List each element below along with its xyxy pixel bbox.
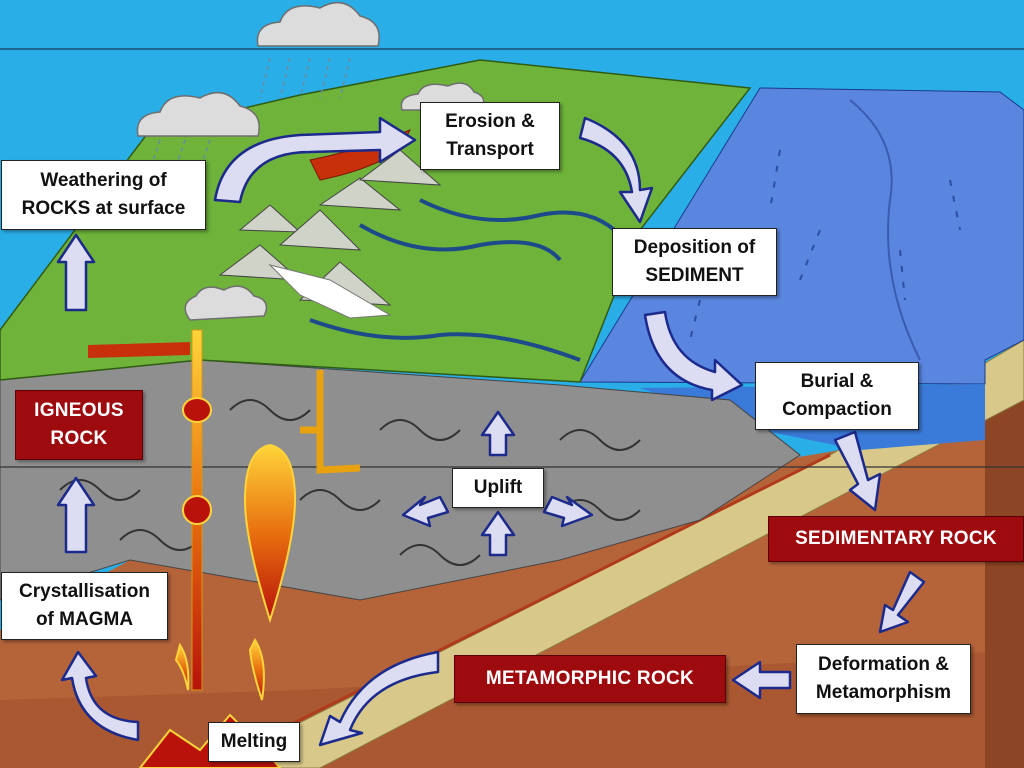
deformation-line-2: Metamorphism — [815, 682, 952, 703]
deposition-label: Deposition of SEDIMENT — [612, 228, 777, 296]
melting-label: Melting — [208, 722, 300, 762]
magma-diapir — [243, 443, 297, 624]
deposition-line-2: SEDIMENT — [645, 265, 744, 286]
arrow-uplift-left — [401, 495, 450, 528]
mountain-1 — [238, 204, 302, 233]
metamorphic-rock-label: METAMORPHIC ROCK — [454, 655, 726, 703]
river-2 — [358, 223, 562, 262]
river-3 — [309, 318, 581, 362]
weathering-line-2: ROCKS at surface — [21, 198, 186, 219]
deformation-line-1: Deformation & — [818, 654, 949, 675]
mountain-2 — [278, 209, 362, 251]
sedimentary-rock-label: SEDIMENTARY ROCK — [768, 516, 1024, 562]
igneous-rock-label: IGNEOUS ROCK — [15, 390, 143, 460]
magma-drop-1 — [174, 642, 190, 691]
arrow-weathering-to-erosion — [213, 116, 417, 204]
arrow-deposition-to-burial — [643, 310, 744, 402]
weathering-line-1: Weathering of — [40, 170, 167, 191]
arrow-uplift-down — [480, 510, 516, 557]
crystallisation-label: Crystallisation of MAGMA — [1, 572, 168, 640]
arrow-burial-to-sedimentary — [833, 430, 882, 512]
right-cliff-side — [985, 360, 1024, 768]
lava-tongue — [88, 342, 190, 358]
mountain-3 — [318, 177, 402, 211]
deposition-line-1: Deposition of — [633, 237, 756, 258]
burial-label: Burial & Compaction — [755, 362, 919, 430]
arrow-uplift-up — [480, 410, 516, 457]
sedimentary-text: SEDIMENTARY ROCK — [795, 528, 997, 549]
arrow-sedimentary-to-deformation — [878, 570, 926, 634]
arrow-erosion-to-deposition — [578, 116, 654, 224]
melting-text: Melting — [220, 731, 288, 752]
burial-line-2: Compaction — [782, 399, 892, 420]
magma-pocket-1 — [182, 397, 212, 423]
river-1 — [419, 198, 622, 237]
erosion-label: Erosion & Transport — [420, 102, 560, 170]
magma-pocket-2 — [182, 495, 212, 525]
snowfield — [268, 264, 392, 319]
burial-line-1: Burial & — [800, 371, 874, 392]
uplift-label: Uplift — [452, 468, 544, 508]
subduction-line — [219, 453, 831, 762]
arrow-metamorphic-to-melting — [318, 650, 440, 747]
crystallisation-line-1: Crystallisation — [19, 581, 150, 602]
igneous-line-1: IGNEOUS — [34, 400, 124, 421]
arrow-igneous-to-weathering — [56, 233, 96, 312]
arrow-melting-to-crystallisation — [60, 650, 140, 742]
deformation-label: Deformation & Metamorphism — [796, 644, 971, 714]
arrow-deformation-to-metamorphic — [731, 660, 792, 700]
erosion-line-2: Transport — [446, 139, 534, 160]
magma-dike — [300, 370, 361, 474]
ocean-surface — [579, 87, 1024, 385]
erosion-line-1: Erosion & — [445, 111, 535, 132]
weathering-label: Weathering of ROCKS at surface — [1, 160, 206, 230]
rain-cloud-1 — [256, 1, 380, 99]
magma-drop-2 — [248, 637, 265, 701]
arrow-crystallisation-to-igneous — [56, 476, 96, 554]
uplift-text: Uplift — [473, 477, 523, 498]
igneous-line-2: ROCK — [50, 428, 108, 449]
volcano-plume — [184, 285, 268, 321]
arrow-uplift-right — [542, 495, 594, 528]
metamorphic-text: METAMORPHIC ROCK — [485, 668, 695, 689]
crystallisation-line-2: of MAGMA — [35, 609, 134, 630]
